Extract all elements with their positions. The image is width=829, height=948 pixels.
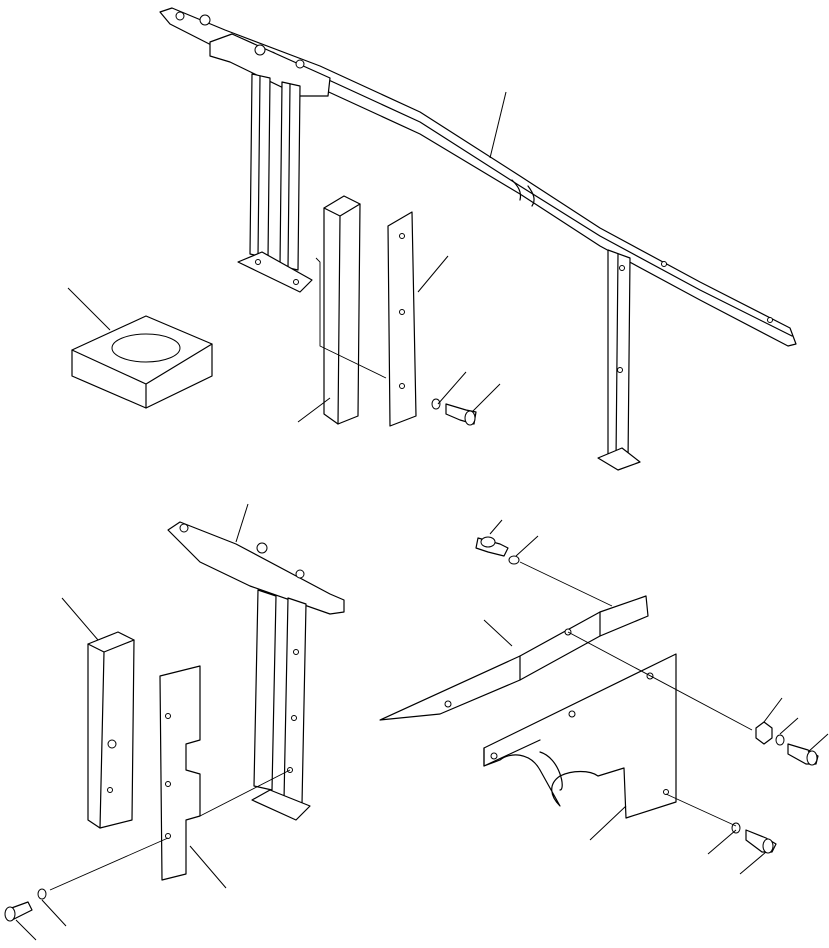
round-hole-spacer-block xyxy=(71,315,213,409)
top-tall-block xyxy=(323,195,361,425)
bottom-left-washer xyxy=(37,888,47,900)
bottom-left-notched-plate xyxy=(159,665,201,881)
bottom-right-bolt-top xyxy=(475,536,509,557)
bottom-right-large-plate xyxy=(483,653,677,819)
top-slotted-plate xyxy=(387,211,417,427)
bottom-left-tall-block xyxy=(87,631,135,829)
bottom-left-leader-lines xyxy=(15,503,291,941)
top-mount-bracket xyxy=(209,33,331,97)
top-washer xyxy=(431,398,441,410)
bottom-left-bolt xyxy=(4,901,33,922)
bottom-left-frame xyxy=(167,521,345,821)
top-bolt xyxy=(445,403,477,426)
bottom-right-washer-mid xyxy=(775,734,785,746)
bottom-right-nut xyxy=(755,721,773,745)
top-leader-lines xyxy=(67,91,507,423)
bottom-right-leader-lines xyxy=(483,519,829,875)
top-right-post xyxy=(597,249,641,471)
bottom-right-bolt-low xyxy=(745,829,777,854)
bottom-right-angle-bracket xyxy=(379,595,649,721)
bottom-right-bolt-mid xyxy=(787,743,819,766)
top-left-post xyxy=(237,73,313,293)
bottom-right-washer-top xyxy=(508,555,520,565)
